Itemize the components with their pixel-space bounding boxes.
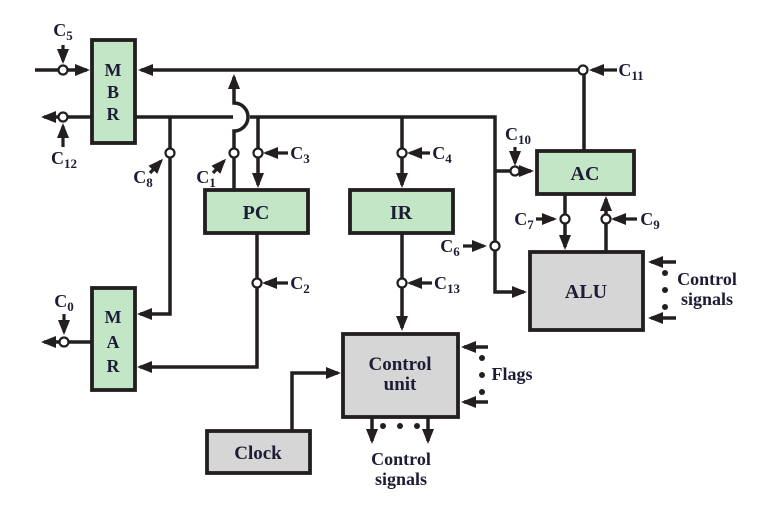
gate-point-c1 [228,147,240,159]
wire-pc-to-mar [137,233,259,373]
label-c3: C3 [290,143,310,166]
cu-control-dot [414,423,420,429]
gate-point-c0 [58,336,70,348]
label-c6: C6 [440,236,460,259]
gate-point-c4 [396,147,408,159]
gate-point-c3 [252,147,264,159]
mar-box [90,286,137,392]
cu-control-dot [380,423,386,429]
control-unit-label: unit [384,374,417,395]
control-unit-label: Control [369,354,432,375]
mar-label: M [105,307,122,327]
alu-control-dot [662,270,668,276]
gate-point-c9 [600,213,612,225]
mar-label: R [107,356,121,376]
cu-control-signals-label: signals [375,469,427,489]
flags-label: Flags [491,364,532,384]
pc-box [203,188,310,235]
flags-dot [479,372,485,378]
label-c2: C2 [290,273,310,296]
gate-point-c2 [251,277,263,289]
ac-box [535,149,636,196]
gate-point-c5 [57,64,69,76]
ellipsis-dots [380,270,668,429]
cu-control-signals-label: Control [371,449,431,469]
gate-point-c10 [509,165,521,177]
gate-points [57,64,612,348]
wire-mbr-bus-to-alu [135,115,527,298]
ir-box [348,188,455,235]
clock-box [205,429,312,475]
cu-control-dot [397,423,403,429]
label-c5: C5 [53,20,73,43]
label-c10: C10 [505,124,531,147]
alu-control-dot [662,287,668,293]
mbr-box [90,38,137,145]
alu-label: ALU [565,281,607,303]
gate-point-c7 [559,213,571,225]
control-unit-box [341,332,460,419]
alu-box [528,250,645,332]
mbr-label: B [107,82,119,102]
mar-label: A [107,332,120,352]
gate-point-c13 [396,277,408,289]
register-boxes [90,38,645,475]
ir-label: IR [390,202,413,224]
signal-arrows [57,45,637,335]
label-c13: C13 [434,273,461,296]
label-c4: C4 [432,143,452,166]
label-c11: C11 [618,60,643,83]
wire-clock-to-control-unit [290,367,341,431]
wire-pc-to-topbus [228,74,250,190]
flags-dot [479,355,485,361]
label-c0: C0 [54,291,74,314]
alu-control-signals-label: signals [681,289,733,309]
label-c7: C7 [514,209,534,232]
gate-point-c6 [489,240,501,252]
flags-dot [479,389,485,395]
label-c9: C9 [640,209,660,232]
ac-label: AC [571,163,600,185]
alu-control-signals-label: Control [677,269,737,289]
label-c8: C8 [133,167,153,190]
wire-bus-to-mar [137,117,172,320]
alu-control-dot [662,304,668,310]
c8-arrow-icon [148,158,164,175]
gate-point-c8 [164,147,176,159]
label-c12: C12 [51,148,77,171]
pc-label: PC [243,202,270,224]
gate-point-c12 [57,111,69,123]
mbr-label: M [105,60,122,80]
mbr-label: R [107,104,121,124]
labels: M B R M A R PC IR AC ALU Control unit Cl… [51,20,737,489]
label-c1: C1 [196,167,216,190]
gate-point-c11 [577,64,589,76]
clock-label: Clock [234,443,282,464]
c1-arrow-icon [211,158,227,175]
